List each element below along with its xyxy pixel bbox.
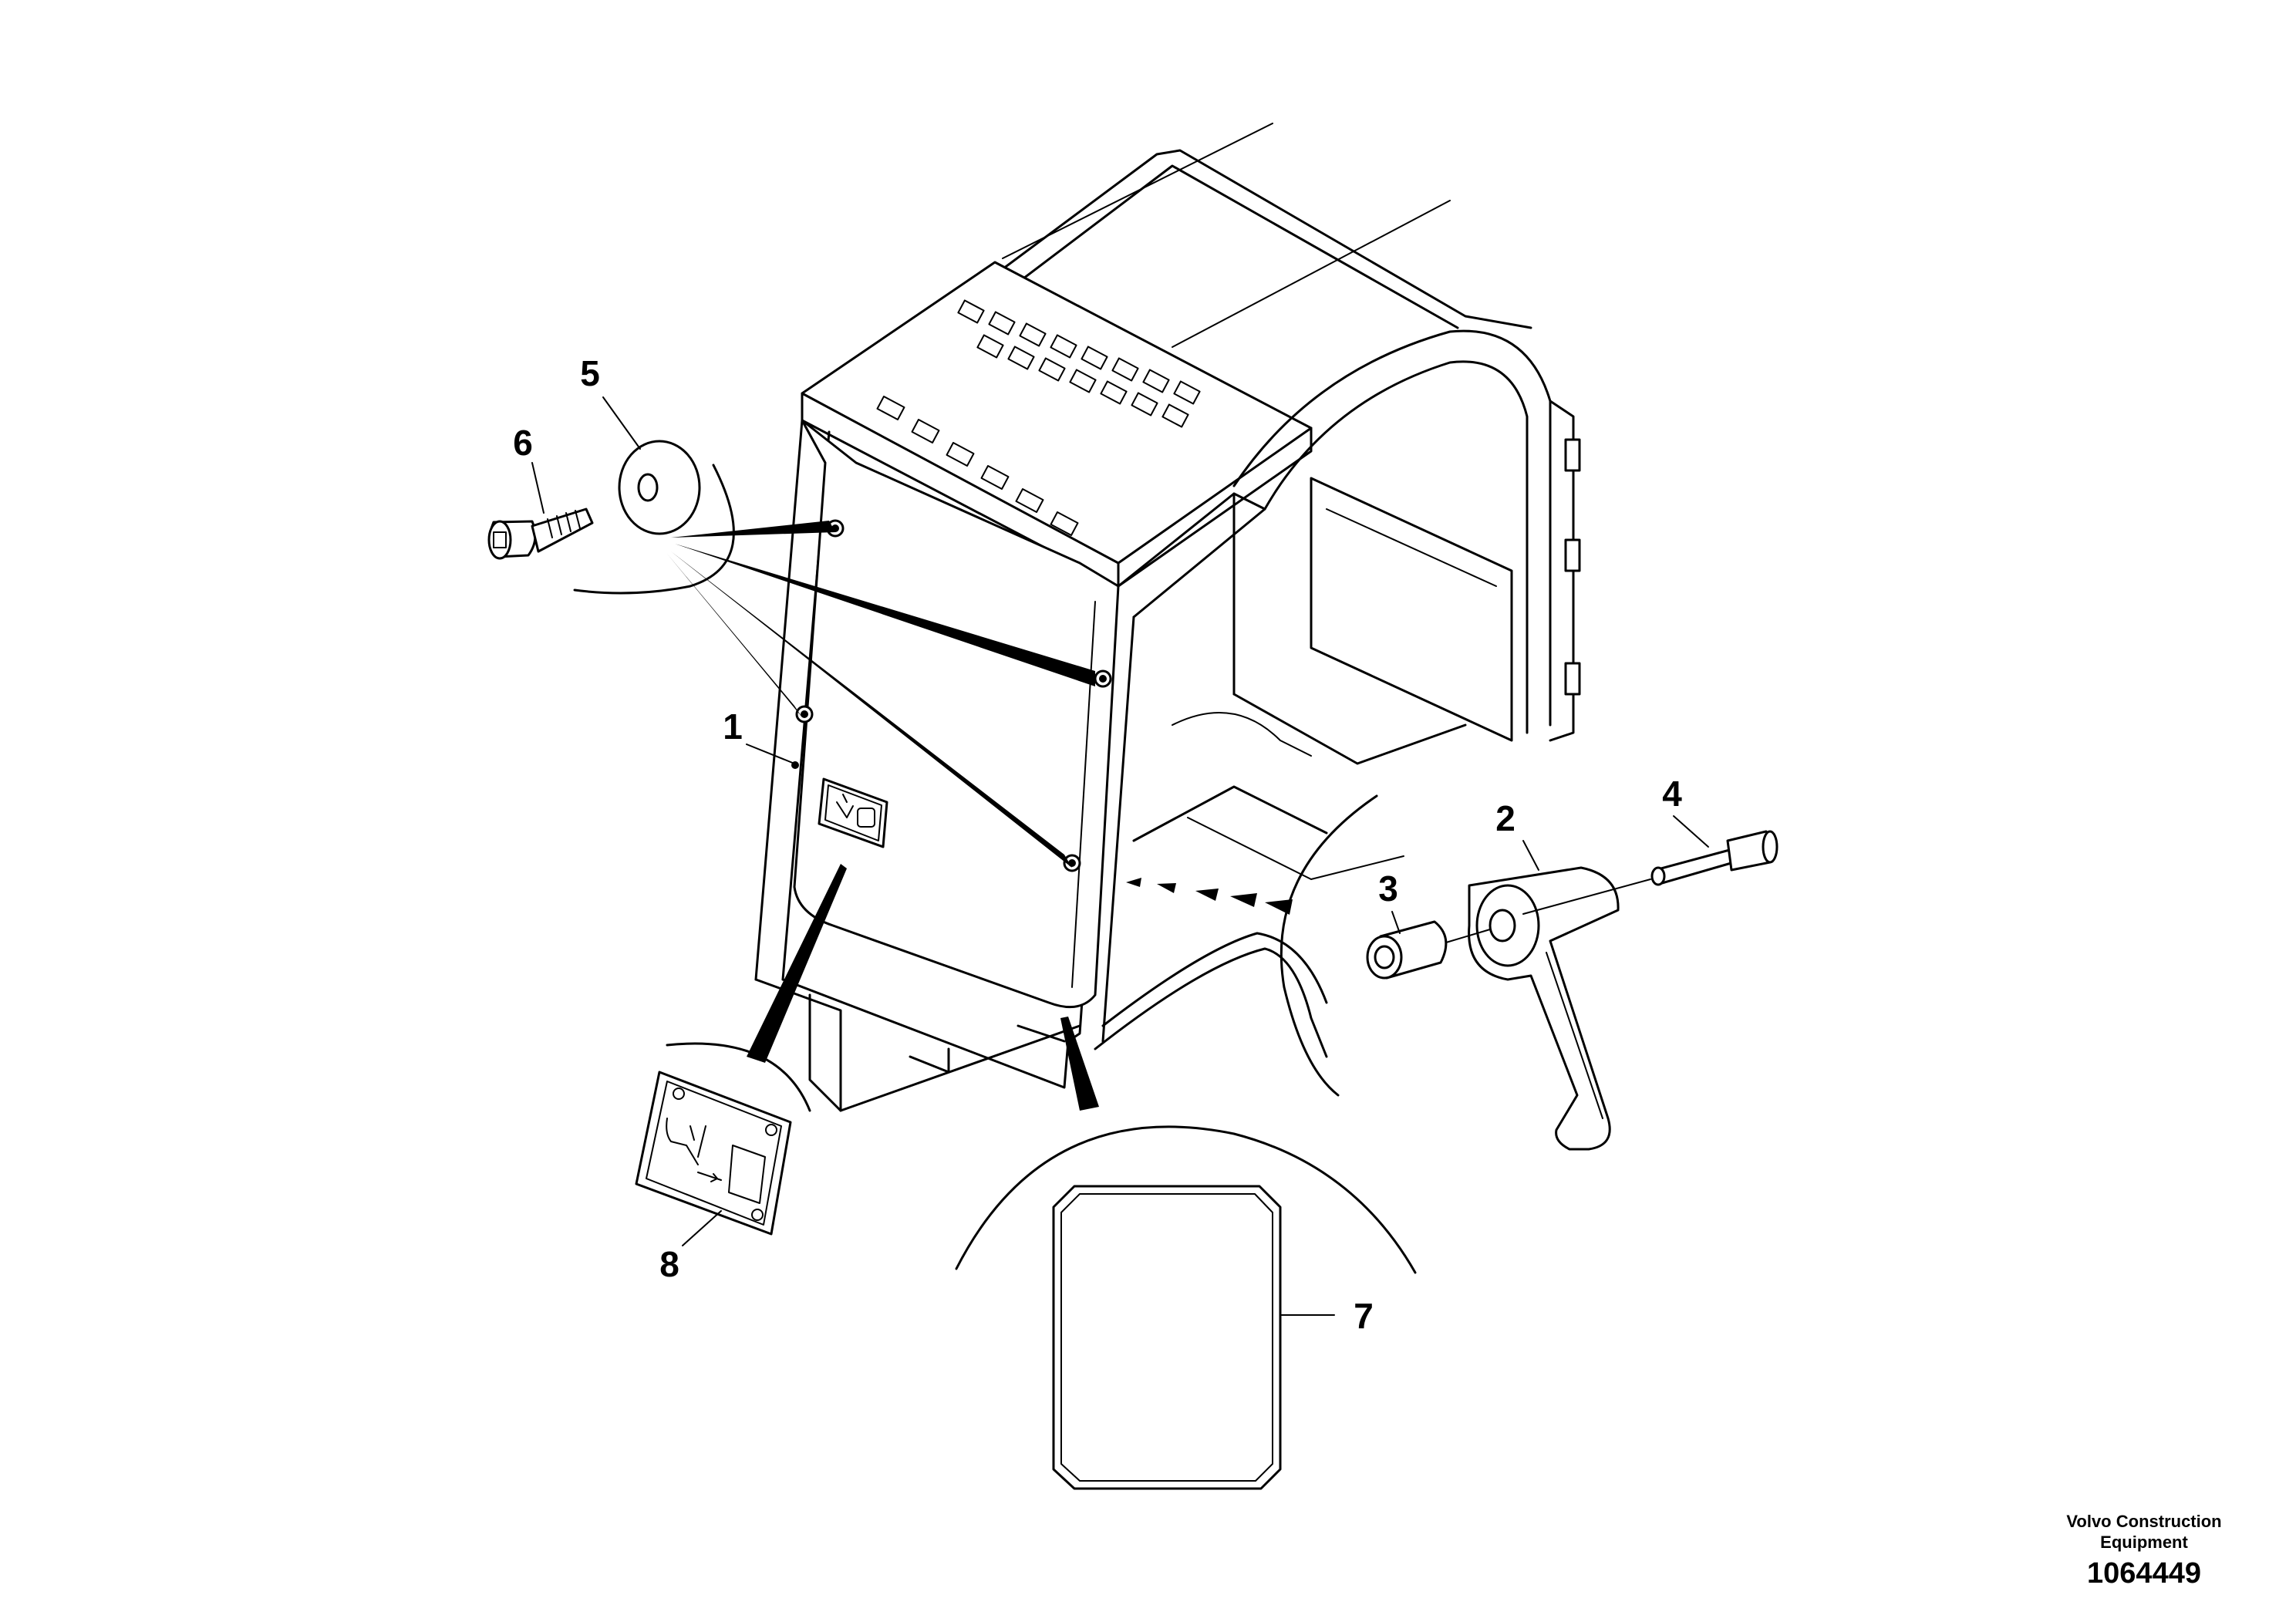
roof-vent-slots bbox=[876, 299, 1201, 536]
leader-6 bbox=[531, 462, 544, 514]
leader-2 bbox=[1522, 840, 1539, 871]
detail-circle-bolt-washer bbox=[487, 440, 1095, 868]
leader-3 bbox=[1391, 911, 1401, 934]
callout-4: 4 bbox=[1662, 774, 1682, 814]
front-door-panel bbox=[791, 419, 1120, 1009]
company-name-line2: Equipment bbox=[2100, 1533, 2188, 1552]
footer-block: Volvo Construction Equipment 1064449 bbox=[2066, 1512, 2221, 1590]
decal-icon bbox=[635, 1071, 792, 1236]
callout-1: 1 bbox=[723, 706, 743, 747]
leader-lines bbox=[531, 396, 1709, 1316]
callout-6: 6 bbox=[513, 423, 533, 463]
bolt-icon bbox=[487, 508, 594, 560]
callout-8: 8 bbox=[659, 1244, 679, 1284]
leader-1 bbox=[746, 744, 795, 764]
bushing-icon bbox=[1366, 920, 1448, 980]
leader-8 bbox=[682, 1210, 722, 1246]
callout-5: 5 bbox=[580, 353, 600, 393]
drawing-number: 1064449 bbox=[2087, 1557, 2201, 1590]
handle-icon bbox=[1468, 866, 1620, 1151]
company-name-line1: Volvo Construction bbox=[2066, 1512, 2221, 1531]
washer-icon bbox=[618, 440, 701, 535]
leader-4 bbox=[1673, 815, 1709, 848]
detail-circle-seal bbox=[955, 1017, 1417, 1490]
callout-7: 7 bbox=[1354, 1296, 1374, 1336]
callout-2: 2 bbox=[1495, 798, 1515, 838]
detail-circle-decal bbox=[635, 864, 847, 1236]
door-decal-small bbox=[818, 777, 888, 848]
cab-frame bbox=[754, 123, 1581, 1112]
seal-gasket-icon bbox=[1052, 1185, 1282, 1490]
leader-5 bbox=[602, 396, 641, 450]
callout-numbers: 1 2 3 4 5 6 7 8 bbox=[513, 353, 1682, 1336]
handle-bolt-icon bbox=[1650, 830, 1778, 886]
callout-3: 3 bbox=[1378, 868, 1398, 909]
detail-circle-handle bbox=[1126, 794, 1778, 1151]
